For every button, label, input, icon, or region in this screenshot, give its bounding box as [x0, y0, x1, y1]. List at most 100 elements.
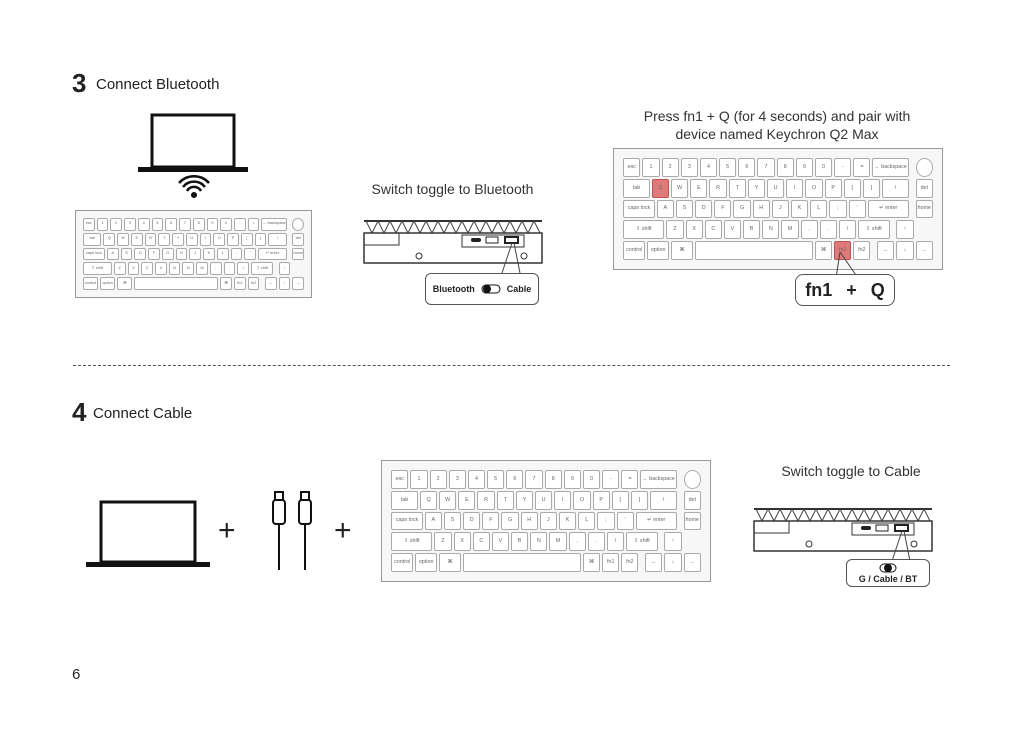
- key-g: G: [161, 247, 174, 261]
- bluetooth-toggle-callout: Bluetooth Cable: [425, 273, 539, 305]
- key-shift: ⇧ shift: [626, 532, 658, 552]
- key-m: M: [549, 532, 567, 552]
- key-k: K: [203, 247, 215, 261]
- key-option: option: [100, 277, 116, 291]
- key-: ↓: [278, 277, 291, 291]
- key-8: 8: [776, 158, 794, 177]
- key-h: H: [752, 199, 770, 219]
- toggle-label: G / Cable / BT: [858, 573, 918, 584]
- key-j: J: [539, 511, 557, 531]
- key-: ↓: [896, 241, 914, 260]
- key-: -: [602, 470, 620, 489]
- key-t: T: [496, 490, 514, 510]
- key-7: 7: [525, 470, 543, 489]
- key-i: I: [199, 232, 212, 246]
- key-del: del: [915, 178, 933, 198]
- key-z: Z: [434, 532, 452, 552]
- key-f: F: [148, 247, 160, 261]
- key-q: Q: [651, 178, 670, 198]
- key-fn1: fn1: [834, 241, 852, 260]
- key-p: P: [824, 178, 842, 198]
- key-o: O: [573, 490, 591, 510]
- key-k: K: [790, 199, 809, 219]
- key-: [: [240, 232, 253, 246]
- key-5: 5: [719, 158, 737, 177]
- key-: [: [843, 178, 861, 198]
- step-4-number: 4: [72, 397, 87, 427]
- key-fn2: fn2: [621, 553, 639, 572]
- key-l: L: [578, 511, 596, 531]
- key-6: 6: [738, 158, 756, 177]
- key-: /: [838, 220, 857, 240]
- key-1: 1: [96, 217, 109, 231]
- key-p: P: [227, 232, 239, 246]
- key-0: 0: [814, 158, 833, 177]
- key-y: Y: [747, 178, 765, 198]
- key-: /: [237, 262, 250, 276]
- key-: ]: [862, 178, 881, 198]
- key-x: X: [127, 262, 140, 276]
- key-r: R: [477, 490, 495, 510]
- key-: .: [819, 220, 837, 240]
- key-b: B: [168, 262, 181, 276]
- key-f: F: [714, 199, 732, 219]
- key-caps-lock: caps lock: [623, 199, 655, 219]
- key-: ⌘: [220, 277, 232, 291]
- key-shift: ⇧ shift: [82, 262, 112, 276]
- callout-pointer: [835, 251, 859, 279]
- key-home: home: [915, 199, 933, 219]
- key-home: home: [292, 247, 305, 261]
- key-: ;: [230, 247, 243, 261]
- key-i: I: [786, 178, 804, 198]
- key-: =: [621, 470, 639, 489]
- pair-caption: Press fn1 + Q (for 4 seconds) and pair w…: [612, 107, 942, 143]
- section-divider: [73, 365, 950, 366]
- key-q: Q: [103, 232, 116, 246]
- key-: ;: [597, 511, 615, 531]
- key-: ↑: [278, 262, 291, 276]
- key-m: M: [781, 220, 799, 240]
- key-del: del: [292, 232, 305, 246]
- key-enter: ↵ enter: [635, 511, 677, 531]
- key-del: del: [683, 490, 701, 510]
- key-backspace: ← backspace: [261, 217, 287, 231]
- key-fn2: fn2: [247, 277, 260, 291]
- key-4: 4: [699, 158, 718, 177]
- key-: →: [683, 553, 701, 572]
- key-w: W: [117, 232, 129, 246]
- key-4: 4: [137, 217, 150, 231]
- switch-to-bluetooth-caption: Switch toggle to Bluetooth: [371, 181, 534, 197]
- key-0: 0: [582, 470, 601, 489]
- key-d: D: [463, 511, 481, 531]
- key-7: 7: [757, 158, 775, 177]
- key-tab: tab: [623, 178, 650, 198]
- key-n: N: [182, 262, 195, 276]
- laptop-icon: [86, 500, 210, 567]
- fn1-q-combo-callout: fn1 + Q: [795, 274, 895, 306]
- key-: ⌘: [814, 241, 833, 260]
- key-j: J: [771, 199, 789, 219]
- key-3: 3: [448, 470, 466, 489]
- key-space: [695, 241, 813, 260]
- key-: ]: [254, 232, 267, 246]
- key-a: A: [424, 511, 442, 531]
- key-: ↓: [664, 553, 682, 572]
- key-2: 2: [429, 470, 447, 489]
- key-: ↑: [896, 220, 914, 240]
- key-fn2: fn2: [853, 241, 871, 260]
- step-3-number: 3: [72, 68, 87, 98]
- key-s: S: [675, 199, 694, 219]
- key-t: T: [728, 178, 746, 198]
- toggle-switch-icon: [879, 563, 897, 572]
- key-: ': [244, 247, 257, 261]
- key-9: 9: [206, 217, 219, 231]
- key-h: H: [175, 247, 188, 261]
- key-: \: [650, 490, 677, 510]
- pair-caption-line-1: Press fn1 + Q (for 4 seconds) and pair w…: [643, 108, 911, 124]
- key-: \: [882, 178, 909, 198]
- key-0: 0: [220, 217, 232, 231]
- key-a: A: [656, 199, 674, 219]
- key-backspace: ← backspace: [640, 470, 677, 489]
- key-control: control: [82, 277, 99, 291]
